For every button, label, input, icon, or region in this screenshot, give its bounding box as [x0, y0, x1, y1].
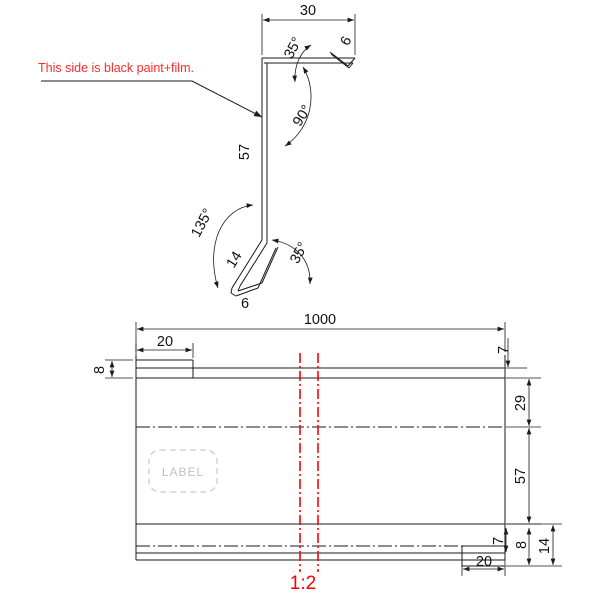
dim-value-30: 30 [300, 3, 316, 19]
flat-pattern-geometry [135, 355, 506, 567]
dim-value-135deg: 135° [188, 206, 216, 240]
dim-value-90deg: 90° [290, 102, 315, 129]
dim-value-8-left: 8 [92, 366, 108, 374]
dim-value-7-bottom: 7 [491, 537, 507, 545]
dim-notch-left-width: 20 [135, 334, 194, 358]
dim-band-upper-29: 29 [506, 377, 541, 428]
dim-value-57-flat: 57 [513, 468, 529, 484]
label-placeholder-box: LABEL [148, 449, 218, 493]
dim-band-lower-14: 14 [506, 523, 562, 567]
dim-value-1000: 1000 [304, 312, 336, 328]
dim-band-middle-57: 57 [506, 428, 541, 525]
dim-notch-right-width: 20 [461, 554, 506, 576]
dim-bottom-bend-angle: 135° [188, 203, 254, 289]
dim-value-6-top: 6 [338, 34, 356, 49]
dim-notch-left-height: 8 [92, 359, 133, 379]
dim-value-6-bottom: 6 [241, 296, 249, 312]
break-lines [299, 353, 319, 572]
dim-value-29: 29 [513, 395, 529, 411]
dim-edge-bottom-8: 8 [514, 528, 532, 565]
note-leader-line [41, 80, 263, 118]
label-placeholder-text: LABEL [162, 465, 204, 479]
dim-value-57-web: 57 [237, 144, 253, 160]
dim-edge-bottom-7: 7 [491, 528, 509, 552]
dim-overall-length: 1000 [135, 312, 506, 352]
dim-value-14-flat: 14 [537, 538, 553, 554]
dim-top-flange-width: 30 [261, 3, 356, 55]
dim-web-bend-angle: 90° [284, 66, 315, 147]
dim-value-20-right: 20 [476, 554, 492, 570]
scale-note: 1:2 [290, 573, 316, 594]
dim-value-35deg-bottom: 35° [287, 240, 311, 267]
dim-edge-top-7: 7 [496, 338, 527, 369]
dim-value-20-left: 20 [157, 334, 173, 350]
black-paint-note: This side is black paint+film. [38, 61, 194, 75]
dim-value-14-leg: 14 [224, 249, 246, 271]
profile-geometry [230, 51, 356, 297]
dim-value-7-top: 7 [496, 346, 512, 354]
dim-bottom-hem-angle: 35° [271, 238, 313, 285]
dim-value-8-bottom: 8 [514, 541, 530, 549]
